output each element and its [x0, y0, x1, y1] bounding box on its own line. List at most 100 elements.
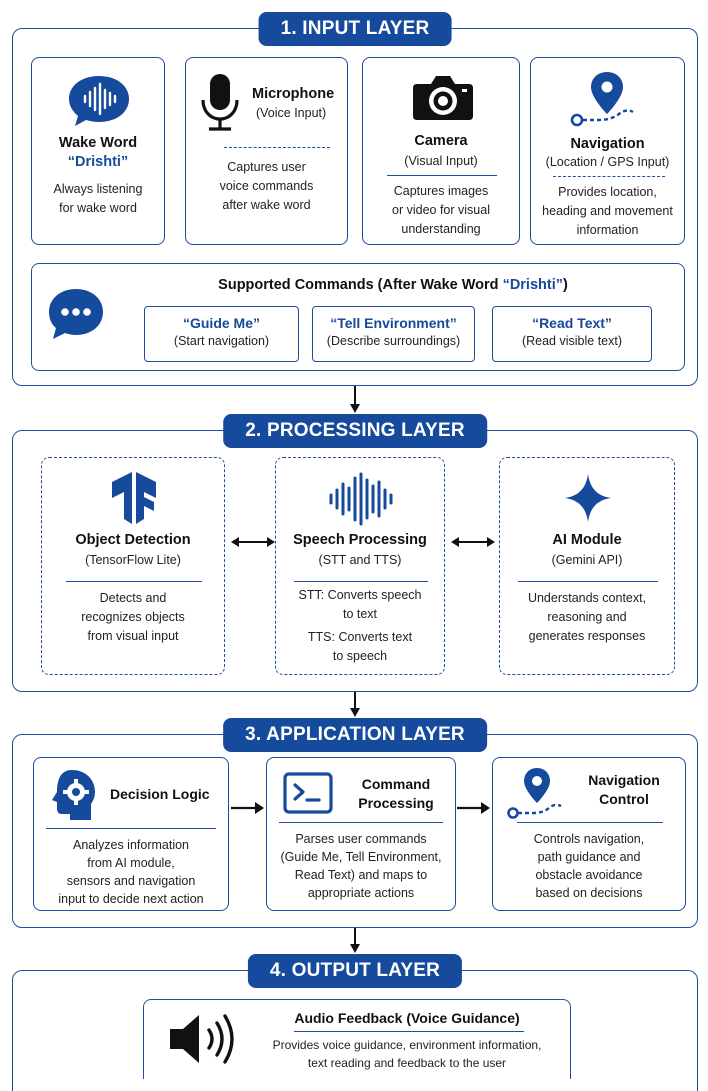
speaker-icon [170, 1014, 234, 1064]
commands-heading-end: ) [562, 277, 568, 293]
ai-module-sub: (Gemini API) [551, 553, 623, 567]
application-layer-title: 3. APPLICATION LAYER [223, 718, 487, 752]
processing-layer-title: 2. PROCESSING LAYER [223, 414, 487, 448]
output-layer-title: 4. OUTPUT LAYER [247, 954, 463, 988]
voice-bubble-icon [69, 76, 129, 126]
camera-sub: (Visual Input) [404, 154, 478, 168]
terminal-icon [283, 772, 333, 814]
ai-module-card: AI Module (Gemini API) Understands conte… [499, 457, 675, 675]
object-detection-divider [66, 581, 202, 582]
command-tell-environment-title: “Tell Environment” [330, 315, 457, 331]
navigation-desc-1: Provides location, [558, 185, 657, 199]
command-guide-me-title: “Guide Me” [182, 315, 260, 331]
navigation-title: Navigation [570, 136, 645, 152]
decision-logic-divider [46, 828, 216, 829]
command-processing-desc-4: appropriate actions [307, 886, 415, 900]
navigation-control-desc-3: obstacle avoidance [535, 868, 643, 882]
bidirectional-arrow-2 [451, 537, 495, 547]
ai-module-title: AI Module [552, 532, 622, 548]
object-detection-sub: (TensorFlow Lite) [85, 553, 181, 567]
command-read-text-title: “Read Text” [532, 315, 612, 331]
head-gear-icon [52, 770, 95, 820]
command-processing-divider [279, 822, 443, 823]
speech-processing-sub: (STT and TTS) [318, 553, 402, 567]
microphone-card: Microphone (Voice Input) Captures user v… [185, 57, 348, 245]
audio-feedback-card: Audio Feedback (Voice Guidance) Provides… [143, 999, 571, 1079]
object-detection-title: Object Detection [75, 532, 191, 548]
command-tell-environment: “Tell Environment” (Describe surrounding… [312, 306, 475, 362]
ai-module-desc-3: generates responses [528, 629, 646, 643]
decision-logic-desc-3: sensors and navigation [66, 874, 196, 888]
command-tell-environment-sub: (Describe surroundings) [326, 334, 461, 348]
microphone-sub: (Voice Input) [256, 106, 327, 120]
audio-feedback-divider [294, 1031, 524, 1032]
speech-processing-desc-2: to text [342, 607, 378, 621]
camera-desc-3: understanding [401, 222, 481, 236]
ai-module-desc-2: reasoning and [547, 610, 627, 624]
ai-module-divider [518, 581, 658, 582]
navigation-control-title-2: Control [599, 791, 649, 807]
flow-arrow-1 [350, 386, 360, 413]
input-layer-title: 1. INPUT LAYER [258, 12, 452, 46]
audio-feedback-desc-1: Provides voice guidance, environment inf… [272, 1038, 542, 1052]
output-layer: 4. OUTPUT LAYER Audio Feedback (Voice Gu… [12, 954, 698, 1091]
object-detection-desc-1: Detects and [99, 591, 167, 605]
navigation-control-title-1: Navigation [588, 772, 660, 788]
navigation-divider [553, 176, 665, 177]
processing-layer: 2. PROCESSING LAYER Object Detection (Te… [12, 414, 698, 692]
input-layer: 1. INPUT LAYER Wake Word “Drishti” Alway… [12, 12, 698, 386]
commands-heading-text: Supported Commands (After Wake Word [218, 277, 503, 293]
audio-feedback-title: Audio Feedback (Voice Guidance) [294, 1010, 520, 1026]
navigation-control-desc-1: Controls navigation, [533, 832, 645, 846]
location-pin-icon [570, 72, 634, 127]
wake-word-value: “Drishti” [67, 154, 129, 170]
command-processing-title-1: Command [361, 776, 431, 792]
flow-arrow-decision-to-command [231, 802, 264, 814]
navigation-desc-3: information [576, 223, 639, 237]
ai-module-desc-1: Understands context, [527, 591, 647, 605]
navigation-control-divider [517, 822, 663, 823]
flow-arrow-3 [350, 928, 360, 953]
commands-heading: Supported Commands (After Wake Word “Dri… [102, 277, 684, 293]
navigation-desc-2: heading and movement [542, 204, 673, 218]
application-layer: 3. APPLICATION LAYER Decision Logic Anal… [12, 718, 698, 928]
command-processing-title-2: Processing [358, 795, 434, 811]
camera-title: Camera [414, 133, 468, 149]
camera-desc-1: Captures images [393, 184, 489, 198]
command-processing-desc-2: (Guide Me, Tell Environment, [280, 850, 442, 864]
command-guide-me: “Guide Me” (Start navigation) [144, 306, 299, 362]
decision-logic-title: Decision Logic [110, 786, 210, 802]
decision-logic-desc-4: input to decide next action [58, 892, 204, 906]
speech-processing-divider [294, 581, 428, 582]
supported-commands-card: Supported Commands (After Wake Word “Dri… [31, 263, 685, 371]
tensorflow-icon [112, 472, 156, 524]
speech-processing-card: Speech Processing (STT and TTS) STT: Con… [275, 457, 445, 675]
object-detection-desc-3: from visual input [87, 629, 179, 643]
route-pin-icon [507, 768, 562, 819]
microphone-desc-3: after wake word [222, 198, 311, 212]
bidirectional-arrow-1 [231, 537, 275, 547]
camera-desc-2: or video for visual [392, 203, 490, 217]
speech-processing-title: Speech Processing [293, 532, 427, 548]
navigation-control-card: Navigation Control Controls navigation, … [492, 757, 686, 911]
command-processing-desc-3: Read Text) and maps to [294, 868, 428, 882]
chat-bubble-icon [49, 289, 103, 339]
decision-logic-card: Decision Logic Analyzes information from… [33, 757, 229, 911]
flow-arrow-2 [350, 692, 360, 717]
navigation-card: Navigation (Location / GPS Input) Provid… [530, 57, 685, 245]
commands-heading-word: “Drishti” [502, 277, 563, 293]
decision-logic-desc-1: Analyzes information [72, 838, 190, 852]
decision-logic-desc-2: from AI module, [87, 856, 175, 870]
command-read-text: “Read Text” (Read visible text) [492, 306, 652, 362]
navigation-control-desc-2: path guidance and [537, 850, 641, 864]
wake-word-card: Wake Word “Drishti” Always listening for… [31, 57, 165, 245]
waveform-icon [329, 472, 393, 526]
sparkle-icon [565, 474, 611, 522]
command-processing-card: Command Processing Parses user commands … [266, 757, 456, 911]
microphone-desc-2: voice commands [219, 179, 314, 193]
camera-icon [413, 76, 473, 120]
camera-divider [387, 175, 497, 176]
flow-arrow-command-to-navigation [457, 802, 490, 814]
wake-word-desc-2: for wake word [59, 201, 137, 215]
camera-card: Camera (Visual Input) Captures images or… [362, 57, 520, 245]
